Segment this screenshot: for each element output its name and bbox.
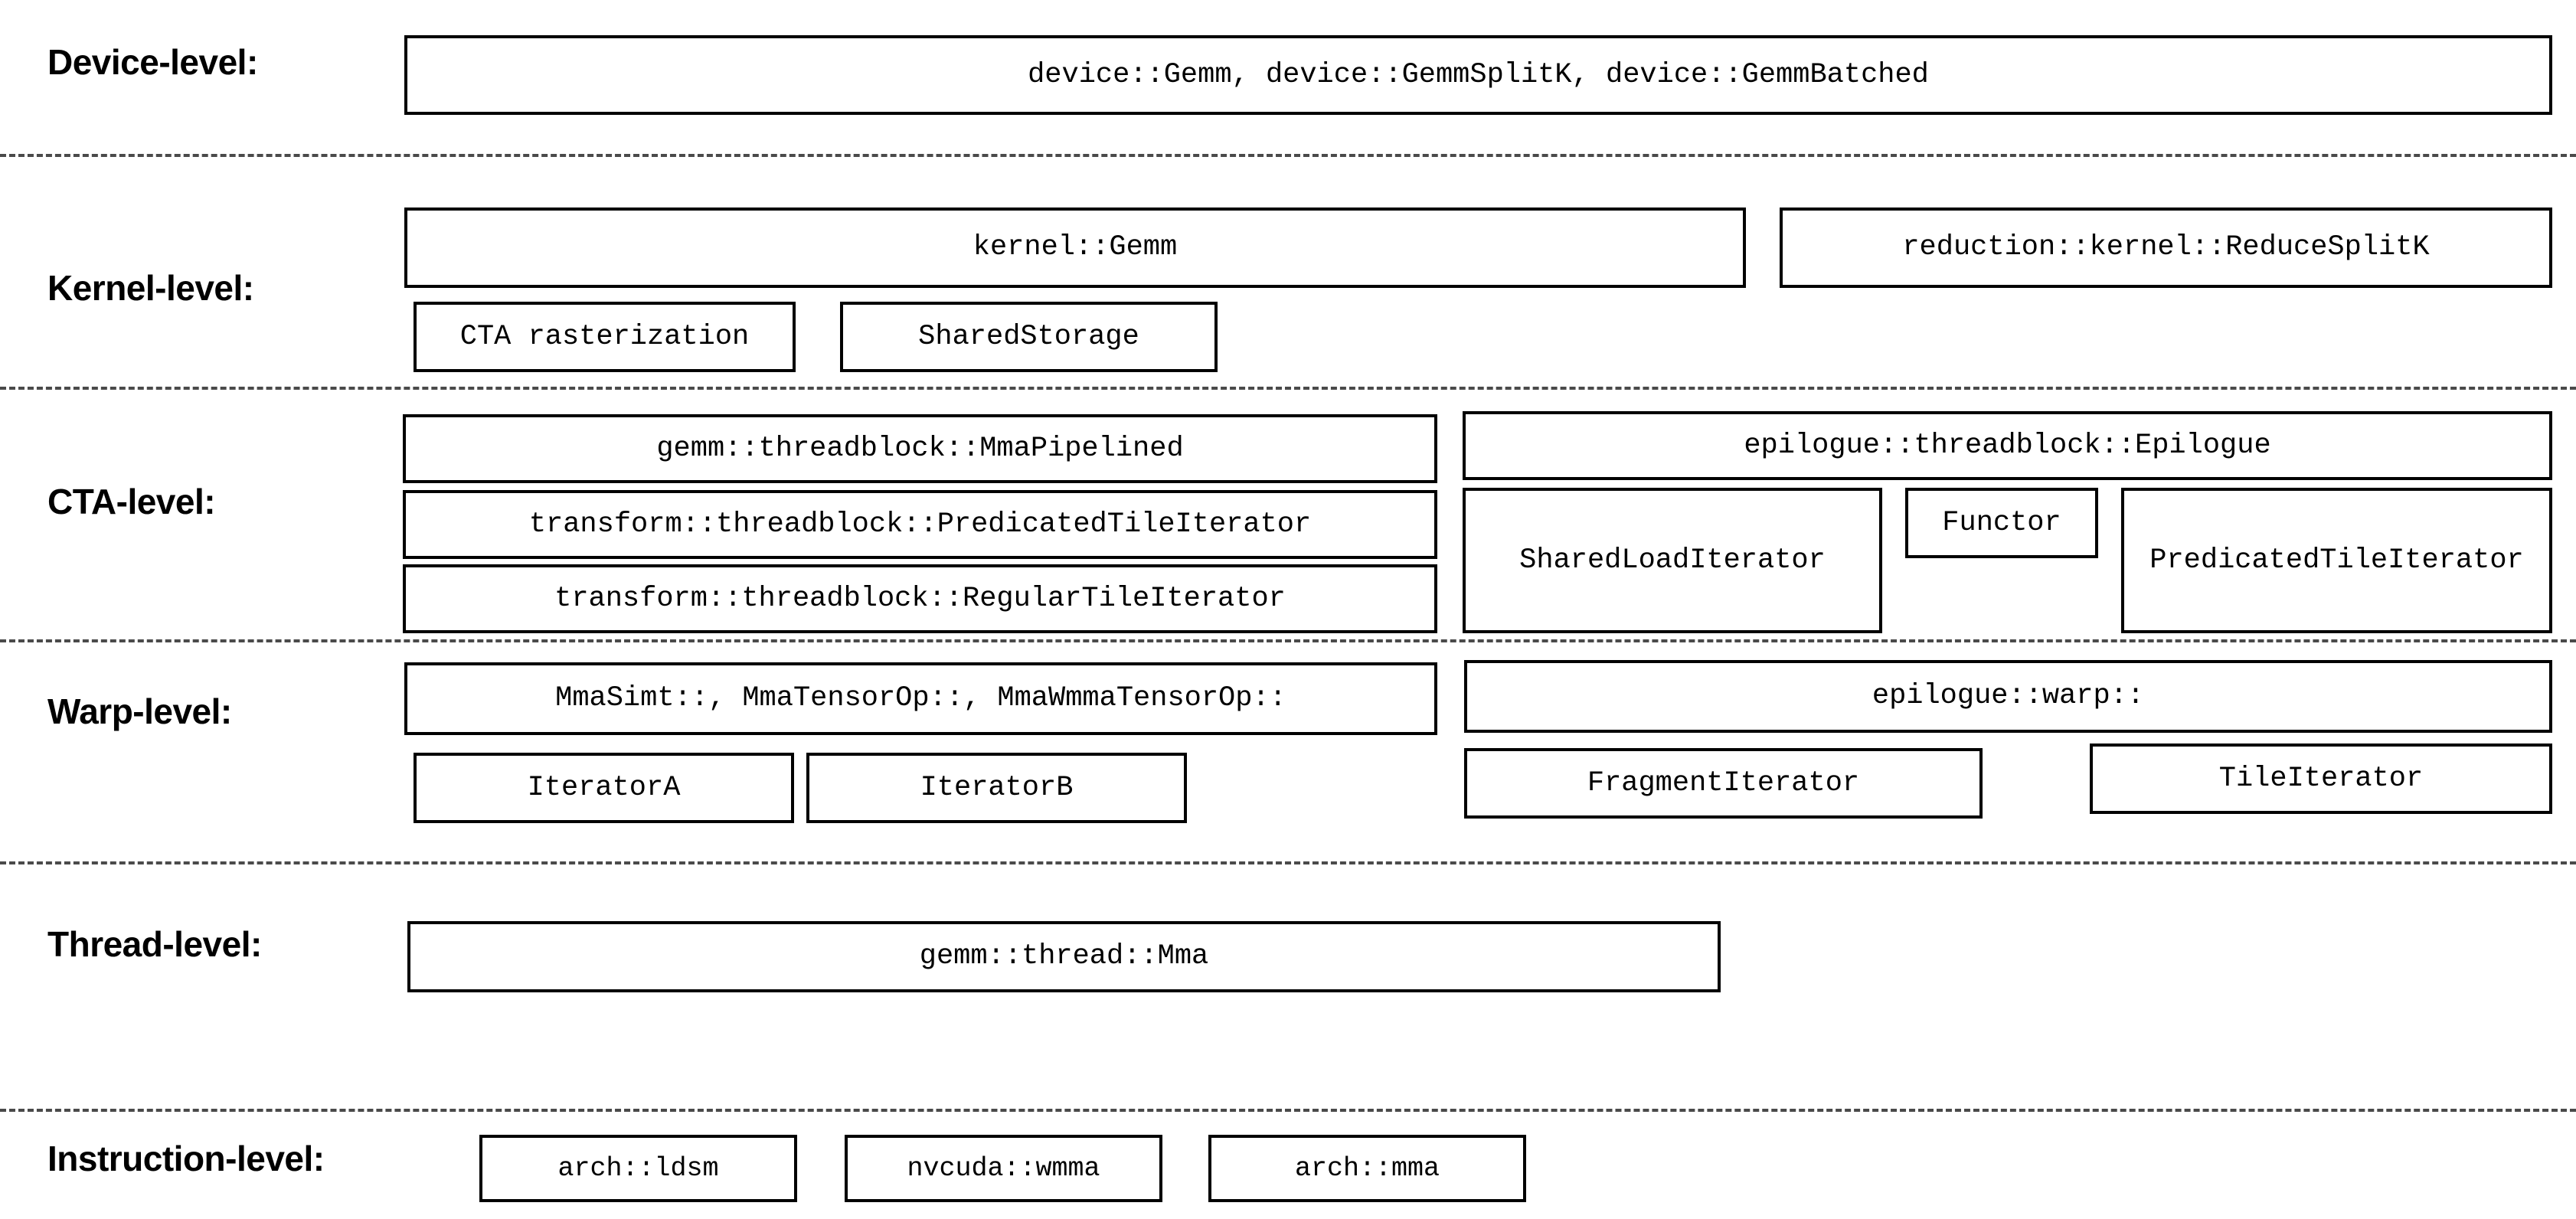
separator-thread-instruction <box>0 1109 2576 1112</box>
box-gemm-threadblock-mmapipelined-label: gemm::threadblock::MmaPipelined <box>656 432 1184 465</box>
box-nvcuda-wmma: nvcuda::wmma <box>845 1135 1162 1202</box>
box-epilogue-warp-label: epilogue::warp:: <box>1872 680 2145 713</box>
box-shared-load-iterator: SharedLoadIterator <box>1463 488 1882 633</box>
box-cta-rasterization: CTA rasterization <box>414 302 796 372</box>
level-label-thread: Thread-level: <box>47 924 262 964</box>
box-gemm-thread-mma-label: gemm::thread::Mma <box>919 940 1209 973</box>
box-tile-iterator-label: TileIterator <box>2218 762 2424 795</box>
level-label-warp: Warp-level: <box>47 691 232 731</box>
box-cta-rasterization-label: CTA rasterization <box>459 320 750 353</box>
box-transform-threadblock-regulartileiterator-label: transform::threadblock::RegularTileItera… <box>554 582 1286 615</box>
box-reduction-kernel-reducesplitk-label: reduction::kernel::ReduceSplitK <box>1902 231 2430 264</box>
separator-cta-warp <box>0 639 2576 642</box>
box-kernel-gemm-label: kernel::Gemm <box>973 231 1178 264</box>
box-transform-threadblock-regulartileiterator: transform::threadblock::RegularTileItera… <box>403 564 1437 633</box>
box-epilogue-threadblock-epilogue-label: epilogue::threadblock::Epilogue <box>1744 429 2271 462</box>
separator-warp-thread <box>0 861 2576 864</box>
box-arch-ldsm: arch::ldsm <box>479 1135 797 1202</box>
box-epilogue-threadblock-epilogue: epilogue::threadblock::Epilogue <box>1463 411 2552 480</box>
box-fragment-iterator: FragmentIterator <box>1464 748 1983 819</box>
box-gemm-thread-mma: gemm::thread::Mma <box>407 921 1721 992</box>
box-arch-ldsm-label: arch::ldsm <box>557 1152 719 1184</box>
box-kernel-gemm: kernel::Gemm <box>404 208 1746 288</box>
box-functor-label: Functor <box>1942 506 2061 539</box>
box-tile-iterator: TileIterator <box>2090 743 2552 814</box>
box-predicated-tile-iterator-label: PredicatedTileIterator <box>2149 544 2524 577</box>
level-label-kernel: Kernel-level: <box>47 268 254 308</box>
box-epilogue-warp: epilogue::warp:: <box>1464 660 2552 733</box>
box-device-gemm-label: device::Gemm, device::GemmSplitK, device… <box>1028 58 1929 91</box>
box-shared-load-iterator-label: SharedLoadIterator <box>1519 544 1826 577</box>
box-arch-mma-label: arch::mma <box>1294 1152 1440 1184</box>
level-label-device: Device-level: <box>47 42 258 82</box>
separator-kernel-cta <box>0 387 2576 390</box>
box-iterator-a-label: IteratorA <box>527 771 681 804</box>
box-reduction-kernel-reducesplitk: reduction::kernel::ReduceSplitK <box>1780 208 2552 288</box>
level-label-instruction: Instruction-level: <box>47 1139 325 1178</box>
box-mma-ops: MmaSimt::, MmaTensorOp::, MmaWmmaTensorO… <box>404 662 1437 735</box>
box-iterator-b: IteratorB <box>806 753 1187 823</box>
box-mma-ops-label: MmaSimt::, MmaTensorOp::, MmaWmmaTensorO… <box>555 682 1286 715</box>
box-transform-threadblock-predicatedtileiterator: transform::threadblock::PredicatedTileIt… <box>403 490 1437 559</box>
box-arch-mma: arch::mma <box>1208 1135 1526 1202</box>
box-transform-threadblock-predicatedtileiterator-label: transform::threadblock::PredicatedTileIt… <box>528 508 1312 541</box>
box-iterator-b-label: IteratorB <box>920 771 1074 804</box>
level-label-cta: CTA-level: <box>47 482 216 521</box>
box-predicated-tile-iterator: PredicatedTileIterator <box>2121 488 2552 633</box>
box-nvcuda-wmma-label: nvcuda::wmma <box>907 1152 1100 1184</box>
box-iterator-a: IteratorA <box>414 753 794 823</box>
box-device-gemm: device::Gemm, device::GemmSplitK, device… <box>404 35 2552 115</box>
separator-device-kernel <box>0 154 2576 157</box>
box-gemm-threadblock-mmapipelined: gemm::threadblock::MmaPipelined <box>403 414 1437 483</box>
box-fragment-iterator-label: FragmentIterator <box>1587 766 1860 799</box>
box-functor: Functor <box>1905 488 2098 558</box>
box-shared-storage: SharedStorage <box>840 302 1218 372</box>
box-shared-storage-label: SharedStorage <box>918 320 1139 353</box>
